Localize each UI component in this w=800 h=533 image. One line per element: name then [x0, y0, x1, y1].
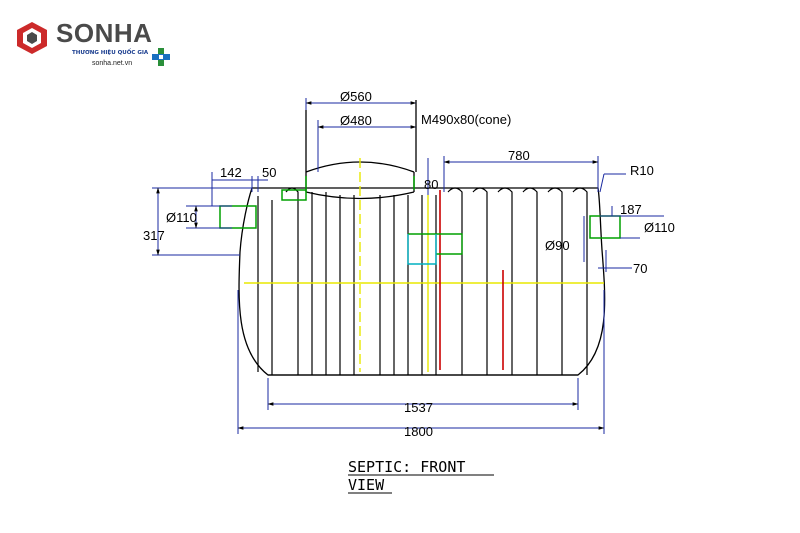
dim-d560: Ø560: [340, 89, 372, 104]
centerlines: [244, 158, 604, 372]
dim-50: 50: [262, 165, 276, 180]
dim-142: 142: [220, 165, 242, 180]
dim-d480: Ø480: [340, 113, 372, 128]
brand-name: SONHA: [56, 18, 153, 48]
dim-manhole: M490x80(cone): [421, 112, 511, 127]
inlet-pipe: [219, 189, 307, 229]
view-title: SEPTIC: FRONT VIEW: [348, 458, 494, 494]
manhole-ring: [305, 176, 415, 190]
dim-80: 80: [424, 177, 438, 192]
dim-d90: Ø90: [545, 238, 570, 253]
dimension-lines: [152, 98, 664, 434]
dim-d110-right: Ø110: [644, 220, 675, 235]
red-markers: [439, 190, 504, 370]
dim-780: 780: [508, 148, 530, 163]
dim-1800: 1800: [404, 424, 433, 439]
dim-70: 70: [633, 261, 647, 276]
brand-website: sonha.net.vn: [92, 60, 133, 67]
tank-ribs: [257, 187, 588, 375]
dim-317: 317: [143, 228, 165, 243]
national-brand-icon: [152, 48, 170, 66]
dim-d110-left: Ø110: [166, 210, 197, 225]
dimension-labels: Ø560 M490x80(cone) Ø480 780 R10 142 50 8…: [143, 89, 675, 439]
sonha-logo: SONHA THƯƠNG HIỆU QUỐC GIA sonha.net.vn: [14, 18, 174, 78]
view-title-line1: SEPTIC: FRONT: [348, 458, 465, 476]
sonha-logo-icon: [17, 22, 47, 54]
dim-1537: 1537: [404, 400, 433, 415]
dim-r10: R10: [630, 163, 654, 178]
internal-fitting: [407, 233, 463, 265]
dim-187: 187: [620, 202, 642, 217]
brand-tagline: THƯƠNG HIỆU QUỐC GIA: [72, 50, 149, 56]
outlet-pipe: [589, 215, 621, 239]
view-title-line2: VIEW: [348, 476, 385, 494]
